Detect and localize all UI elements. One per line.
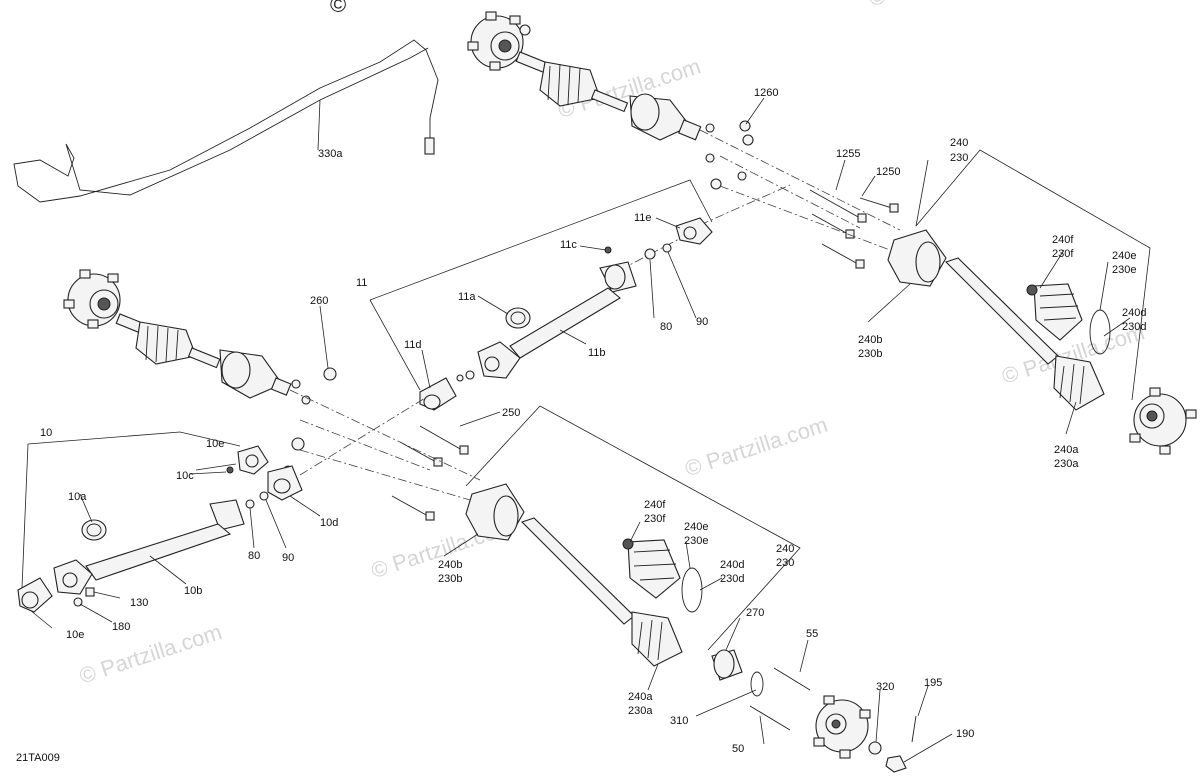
callout-180: 180 bbox=[112, 621, 130, 633]
callout-230e-top: 230e bbox=[1112, 264, 1136, 276]
callout-55: 55 bbox=[806, 628, 818, 640]
callout-10: 10 bbox=[40, 427, 52, 439]
upper-rear-axle bbox=[467, 11, 702, 141]
callout-230d-bot: 230d bbox=[720, 573, 744, 585]
middle-left-axle bbox=[63, 269, 292, 399]
callout-240b-bot: 240b bbox=[438, 559, 462, 571]
callout-230a-top: 230a bbox=[1054, 458, 1079, 470]
callout-240f-top: 240f bbox=[1052, 234, 1074, 246]
watermark: © Partzilla.com bbox=[682, 412, 831, 482]
callout-240e-top: 240e bbox=[1112, 250, 1136, 262]
callout-labels: 330a 1260 1255 1250 240 230 11e 11c 11 2… bbox=[16, 87, 1146, 764]
watermark: © Partzilla.com bbox=[866, 0, 1015, 12]
callout-11e: 11e bbox=[634, 212, 652, 224]
callout-260: 260 bbox=[310, 295, 328, 307]
callout-240e-bot: 240e bbox=[684, 521, 708, 533]
callout-240d-bot: 240d bbox=[720, 559, 744, 571]
drive-shaft-10 bbox=[17, 445, 303, 613]
callout-250: 250 bbox=[502, 407, 520, 419]
hub-upper-left bbox=[467, 11, 531, 71]
callout-320: 320 bbox=[876, 681, 894, 693]
callout-240a-top: 240a bbox=[1054, 444, 1079, 456]
hub-middle-left bbox=[63, 269, 121, 329]
drive-shaft-11 bbox=[419, 217, 713, 411]
callout-270: 270 bbox=[746, 607, 764, 619]
callout-230f-bot: 230f bbox=[644, 513, 666, 525]
callout-1250: 1250 bbox=[876, 166, 900, 178]
callout-11d: 11d bbox=[404, 339, 422, 351]
callout-240-top: 240 bbox=[950, 137, 968, 149]
callout-230a-bot: 230a bbox=[628, 705, 653, 717]
callout-130: 130 bbox=[130, 597, 148, 609]
callout-240b-top: 240b bbox=[858, 334, 882, 346]
callout-11: 11 bbox=[356, 277, 367, 289]
callout-230b-bot: 230b bbox=[438, 573, 462, 585]
callout-230e-bot: 230e bbox=[684, 535, 708, 547]
callout-10d: 10d bbox=[320, 517, 338, 529]
hub-right-upper bbox=[1129, 387, 1197, 455]
callout-1255: 1255 bbox=[836, 148, 860, 160]
callout-240a-bot: 240a bbox=[628, 691, 653, 703]
callout-80-top: 80 bbox=[660, 321, 672, 333]
watermark: © Partzilla.com bbox=[76, 619, 225, 689]
diagram-code: 21TA009 bbox=[16, 752, 60, 764]
right-half-shaft-upper bbox=[887, 229, 1197, 455]
hub-bottom bbox=[813, 695, 871, 759]
callout-310: 310 bbox=[670, 715, 688, 727]
callout-10e-mid: 10e bbox=[206, 438, 224, 450]
bolts-1255-1250 bbox=[809, 189, 899, 269]
callout-11c: 11c bbox=[560, 239, 577, 251]
callout-50: 50 bbox=[732, 743, 744, 755]
callout-195: 195 bbox=[924, 677, 942, 689]
right-half-shaft-lower bbox=[465, 483, 917, 773]
callout-240d-top: 240d bbox=[1122, 307, 1146, 319]
callout-10a: 10a bbox=[68, 491, 87, 503]
callout-10c: 10c bbox=[176, 470, 194, 482]
top-copyright-mark: © bbox=[330, 0, 346, 17]
callout-90-bot: 90 bbox=[282, 552, 294, 564]
callout-190: 190 bbox=[956, 728, 974, 740]
callout-1260: 1260 bbox=[754, 87, 778, 99]
callout-10b: 10b bbox=[184, 585, 202, 597]
callout-230f-top: 230f bbox=[1052, 248, 1074, 260]
cable-330a bbox=[13, 39, 439, 203]
callout-240f-bot: 240f bbox=[644, 499, 666, 511]
callout-240-bot: 240 bbox=[776, 543, 794, 555]
fasteners-1260 bbox=[705, 120, 754, 190]
callout-90-top: 90 bbox=[696, 316, 708, 328]
callout-11b: 11b bbox=[588, 347, 606, 359]
callout-80-bot: 80 bbox=[248, 550, 260, 562]
bolts-250 bbox=[391, 425, 469, 521]
callout-10e-bot: 10e bbox=[66, 629, 84, 641]
callout-330a: 330a bbox=[318, 148, 343, 160]
callout-11a: 11a bbox=[458, 291, 476, 303]
callout-230-top: 230 bbox=[950, 152, 968, 164]
callout-230d-top: 230d bbox=[1122, 321, 1146, 333]
leader-lines bbox=[29, 97, 1131, 763]
callout-230b-top: 230b bbox=[858, 348, 882, 360]
callout-230-bot: 230 bbox=[776, 557, 794, 569]
